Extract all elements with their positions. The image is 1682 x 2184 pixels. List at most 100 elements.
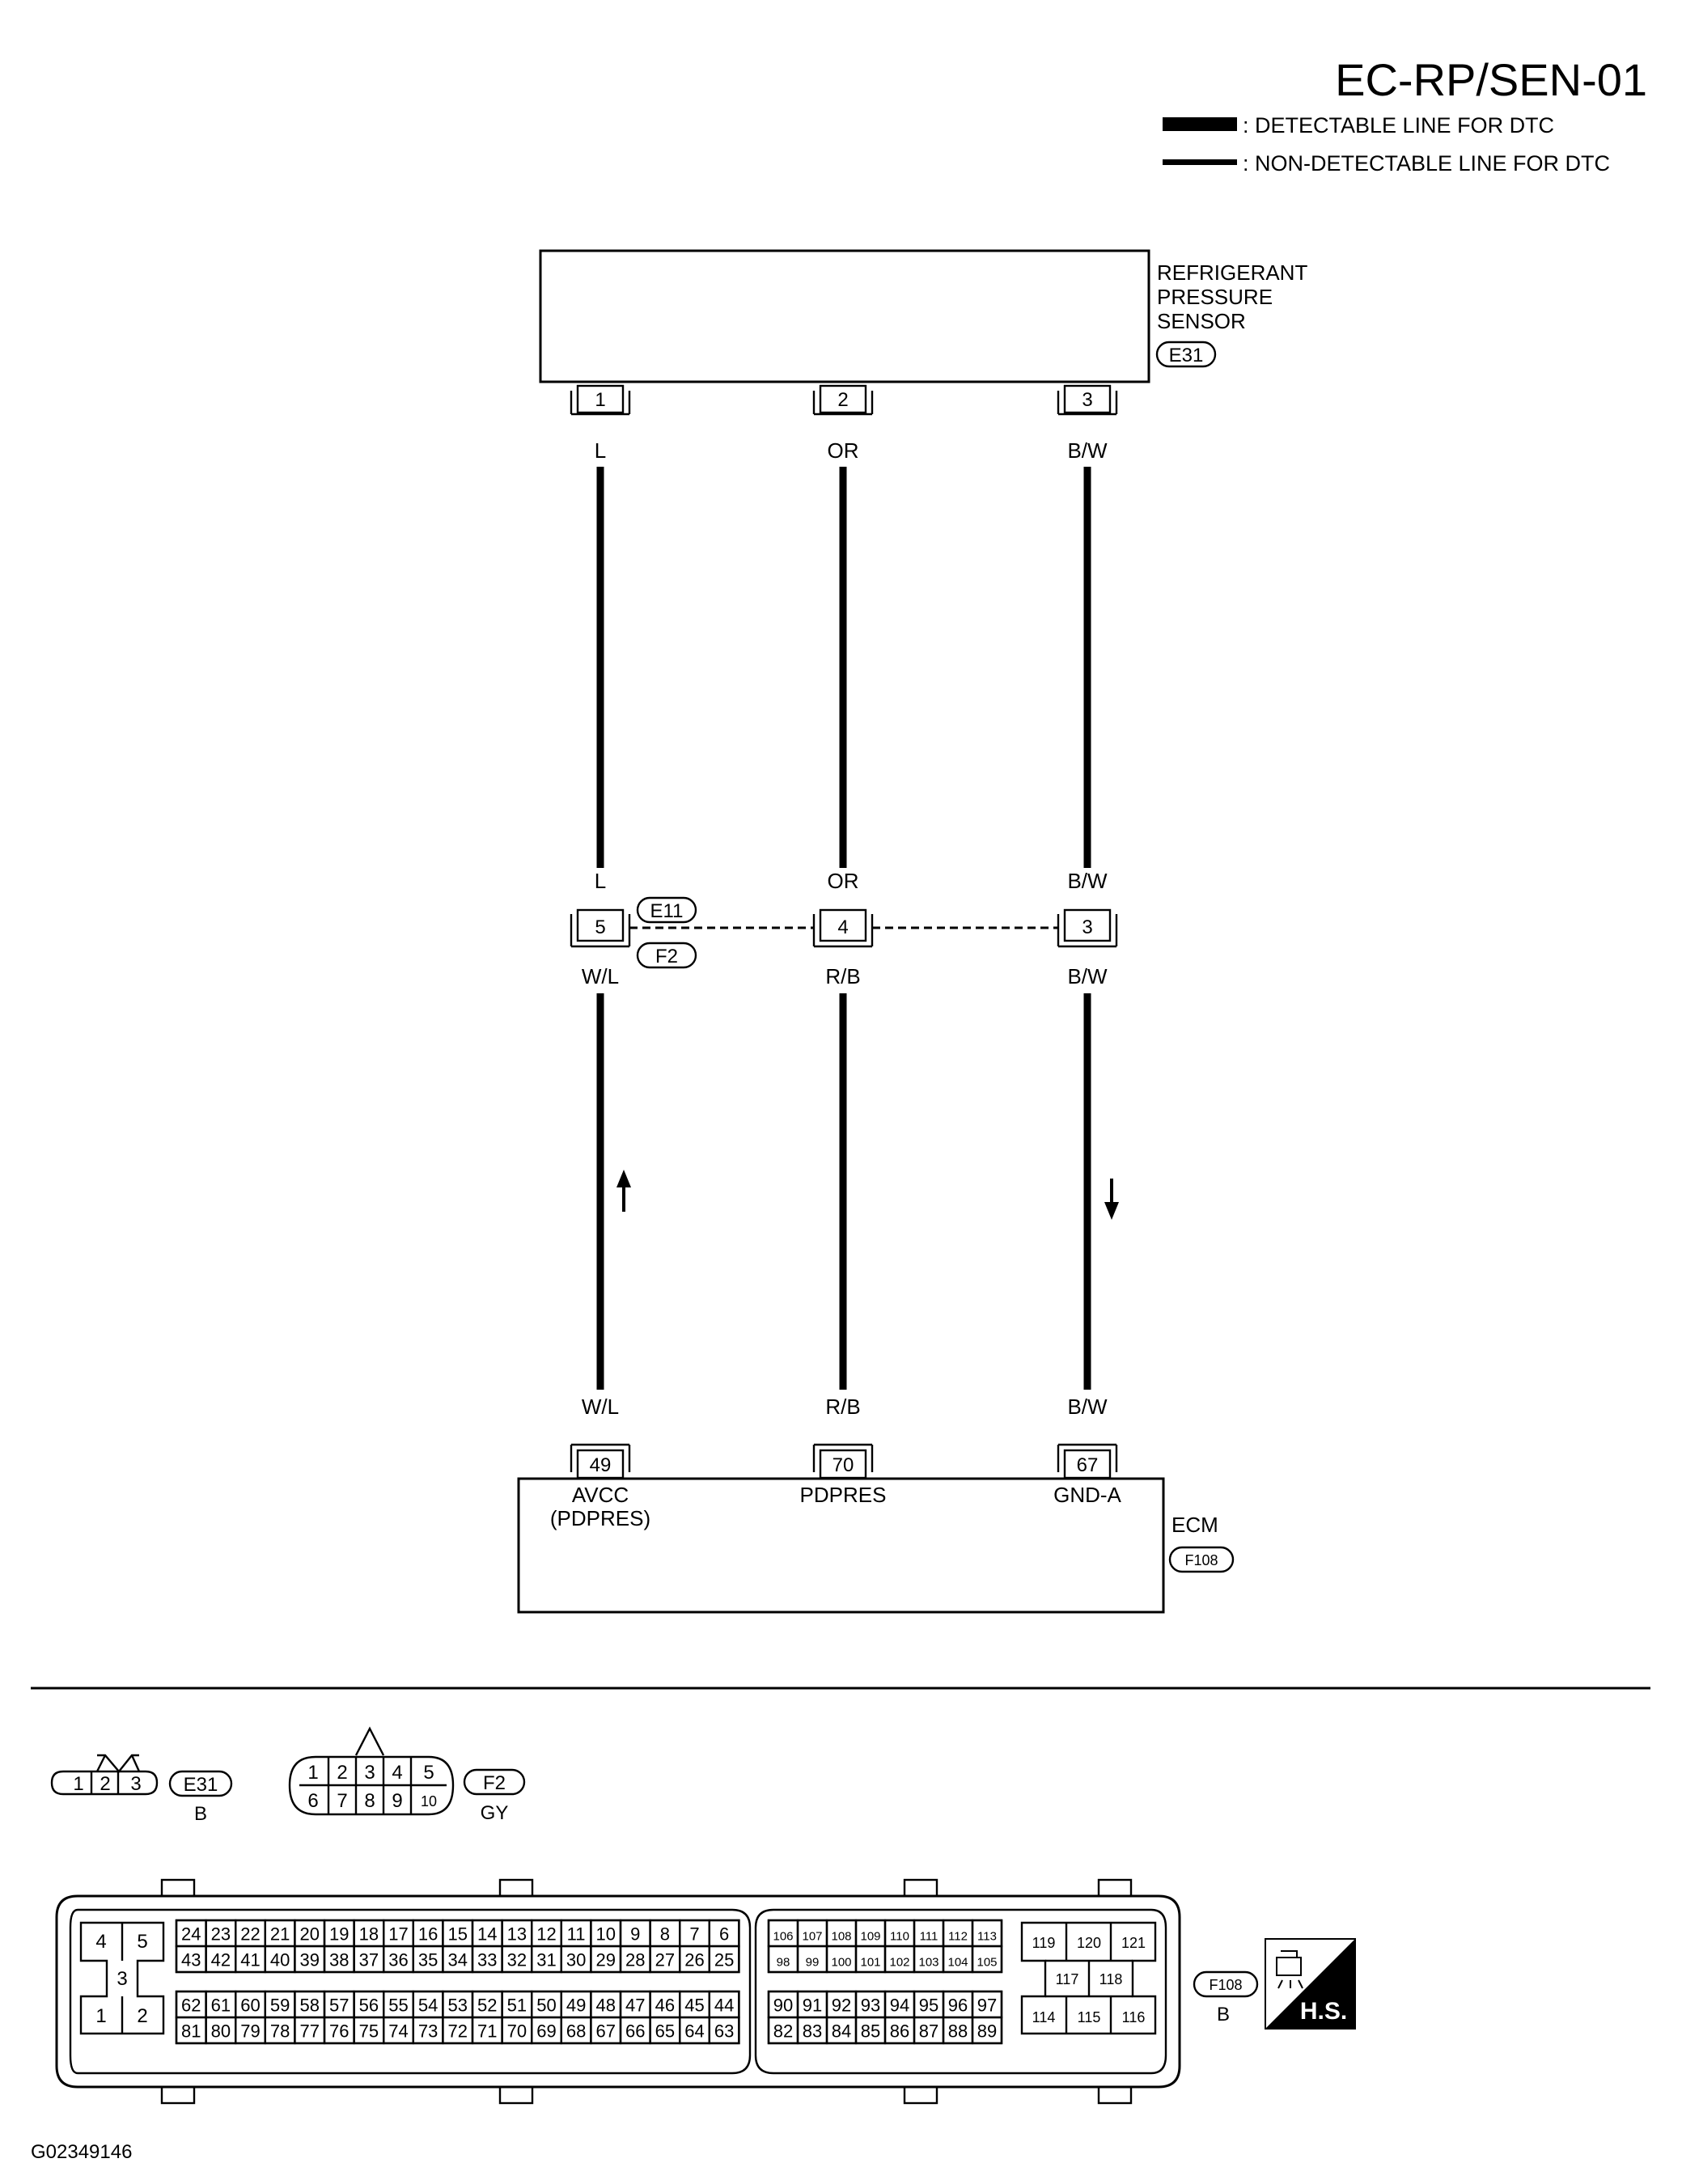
svg-text:2: 2 <box>337 1762 347 1784</box>
pin-label: 80 <box>211 2021 231 2041</box>
pin-label: 6 <box>719 1924 729 1944</box>
pin-label: 101 <box>860 1955 880 1969</box>
pin-label: 105 <box>977 1955 997 1969</box>
pin-label: 11 <box>567 1924 586 1944</box>
pin-label: 62 <box>181 1995 201 2015</box>
pin-label: 94 <box>890 1995 909 2015</box>
joint-connector-badge-top <box>636 896 697 924</box>
pin-label: 61 <box>211 1995 231 2015</box>
svg-text:2: 2 <box>137 2005 147 2027</box>
diagram-title: EC-RP/SEN-01 <box>1335 54 1647 105</box>
pin-label: 37 <box>359 1949 379 1970</box>
svg-text:5: 5 <box>595 916 605 938</box>
pin-label: 69 <box>536 2021 556 2041</box>
pin-label: 10 <box>595 1924 615 1944</box>
sensor-pin-3: 3 <box>1057 384 1118 416</box>
pin-label: 86 <box>890 2021 909 2041</box>
ecm-terminal-2-line1: PDPRES <box>800 1483 887 1507</box>
svg-text:H.S.: H.S. <box>1300 1998 1347 2025</box>
pin-label: 53 <box>447 1995 467 2015</box>
pin-label: 93 <box>861 1995 880 2015</box>
pin-label: 78 <box>270 2021 290 2041</box>
pin-label: 22 <box>240 1924 260 1944</box>
svg-text:5: 5 <box>137 1931 147 1953</box>
pin-label: 71 <box>477 2021 497 2041</box>
svg-text:49: 49 <box>590 1454 612 1476</box>
svg-text:3: 3 <box>1082 389 1092 411</box>
svg-text:4: 4 <box>837 916 848 938</box>
pin-cell <box>708 2016 740 2045</box>
f2-view-color: GY <box>481 1802 509 1824</box>
pin-label: 21 <box>270 1924 290 1944</box>
pin-label: 104 <box>947 1955 968 1969</box>
pin-label: 54 <box>418 1995 438 2015</box>
pin-label: 12 <box>536 1924 556 1944</box>
wire-label-lower-1: W/L <box>582 1395 619 1419</box>
svg-text:70: 70 <box>833 1454 854 1476</box>
harness-side-icon: H.S. <box>1265 1938 1356 2030</box>
connector-view-f2: 1 2 3 4 5 6 7 8 9 10 <box>288 1726 455 1816</box>
wire-label-midtop-2: OR <box>828 869 859 893</box>
wire-label-midbottom-3: B/W <box>1067 964 1108 988</box>
svg-text:9: 9 <box>392 1790 402 1812</box>
pin-label: 100 <box>831 1955 851 1969</box>
arrow-up-icon <box>616 1170 631 1212</box>
pin-label: 99 <box>806 1955 820 1969</box>
pin-label: 40 <box>270 1949 290 1970</box>
pin-label: 33 <box>477 1949 497 1970</box>
ecm-pin-49: 49 <box>570 1443 631 1479</box>
pin-label: 106 <box>773 1929 793 1943</box>
pin-label: 7 <box>689 1924 699 1944</box>
f2-view-badge <box>463 1768 526 1796</box>
svg-text:121: 121 <box>1121 1935 1146 1951</box>
sensor-name-line-3: SENSOR <box>1157 309 1246 333</box>
wire-label-upper-2: OR <box>828 438 859 463</box>
svg-text:1: 1 <box>307 1762 318 1784</box>
pin-label: 95 <box>919 1995 938 2015</box>
wire-label-midtop-3: B/W <box>1067 869 1108 893</box>
pin-label: 43 <box>181 1949 201 1970</box>
pin-label: 48 <box>595 1995 615 2015</box>
pin-label: 102 <box>889 1955 909 1969</box>
svg-text:114: 114 <box>1032 2009 1056 2025</box>
svg-text:4: 4 <box>95 1931 106 1953</box>
pin-label: 77 <box>299 2021 319 2041</box>
svg-text:117: 117 <box>1056 1971 1079 1987</box>
connector-view-e31: 1 2 3 <box>50 1754 159 1796</box>
svg-text:4: 4 <box>392 1762 402 1784</box>
svg-text:115: 115 <box>1078 2009 1101 2025</box>
joint-connector-code-top: E11 <box>650 900 684 922</box>
svg-text:3: 3 <box>117 1968 127 1990</box>
ecm-terminal-3-line1: GND-A <box>1053 1483 1121 1507</box>
svg-text:1: 1 <box>595 389 605 411</box>
sensor-name-line-2: PRESSURE <box>1157 285 1273 309</box>
pin-label: 81 <box>181 2021 201 2041</box>
pin-label: 25 <box>714 1949 734 1970</box>
pin-label: 16 <box>418 1924 438 1944</box>
pin-label: 66 <box>625 2021 645 2041</box>
f108-view-badge <box>1193 1970 1259 1998</box>
svg-text:1: 1 <box>73 1773 83 1795</box>
pin-label: 36 <box>388 1949 408 1970</box>
arrow-down-icon <box>1104 1179 1119 1220</box>
pin-label: 29 <box>595 1949 615 1970</box>
pin-label: 31 <box>536 1949 556 1970</box>
pin-label: 112 <box>948 1929 968 1943</box>
pin-label: 60 <box>240 1995 260 2015</box>
pin-label: 97 <box>977 1995 997 2015</box>
pin-label: 59 <box>270 1995 290 2015</box>
pin-label: 108 <box>831 1929 851 1943</box>
wire-label-lower-2: R/B <box>825 1395 860 1419</box>
pin-label: 50 <box>536 1995 556 2015</box>
pin-label: 79 <box>240 2021 260 2041</box>
pin-label: 88 <box>948 2021 968 2041</box>
pin-label: 110 <box>890 1929 909 1943</box>
svg-text:1: 1 <box>95 2005 106 2027</box>
joint-connector-badge-bottom <box>636 942 697 969</box>
legend-detectable-label: : DETECTABLE LINE FOR DTC <box>1243 113 1554 138</box>
pin-cell <box>971 2016 1003 2045</box>
pin-label: 82 <box>773 2021 793 2041</box>
pin-label: 75 <box>359 2021 379 2041</box>
svg-text:2: 2 <box>100 1773 110 1795</box>
ecm-connector-code: F108 <box>1184 1552 1218 1568</box>
